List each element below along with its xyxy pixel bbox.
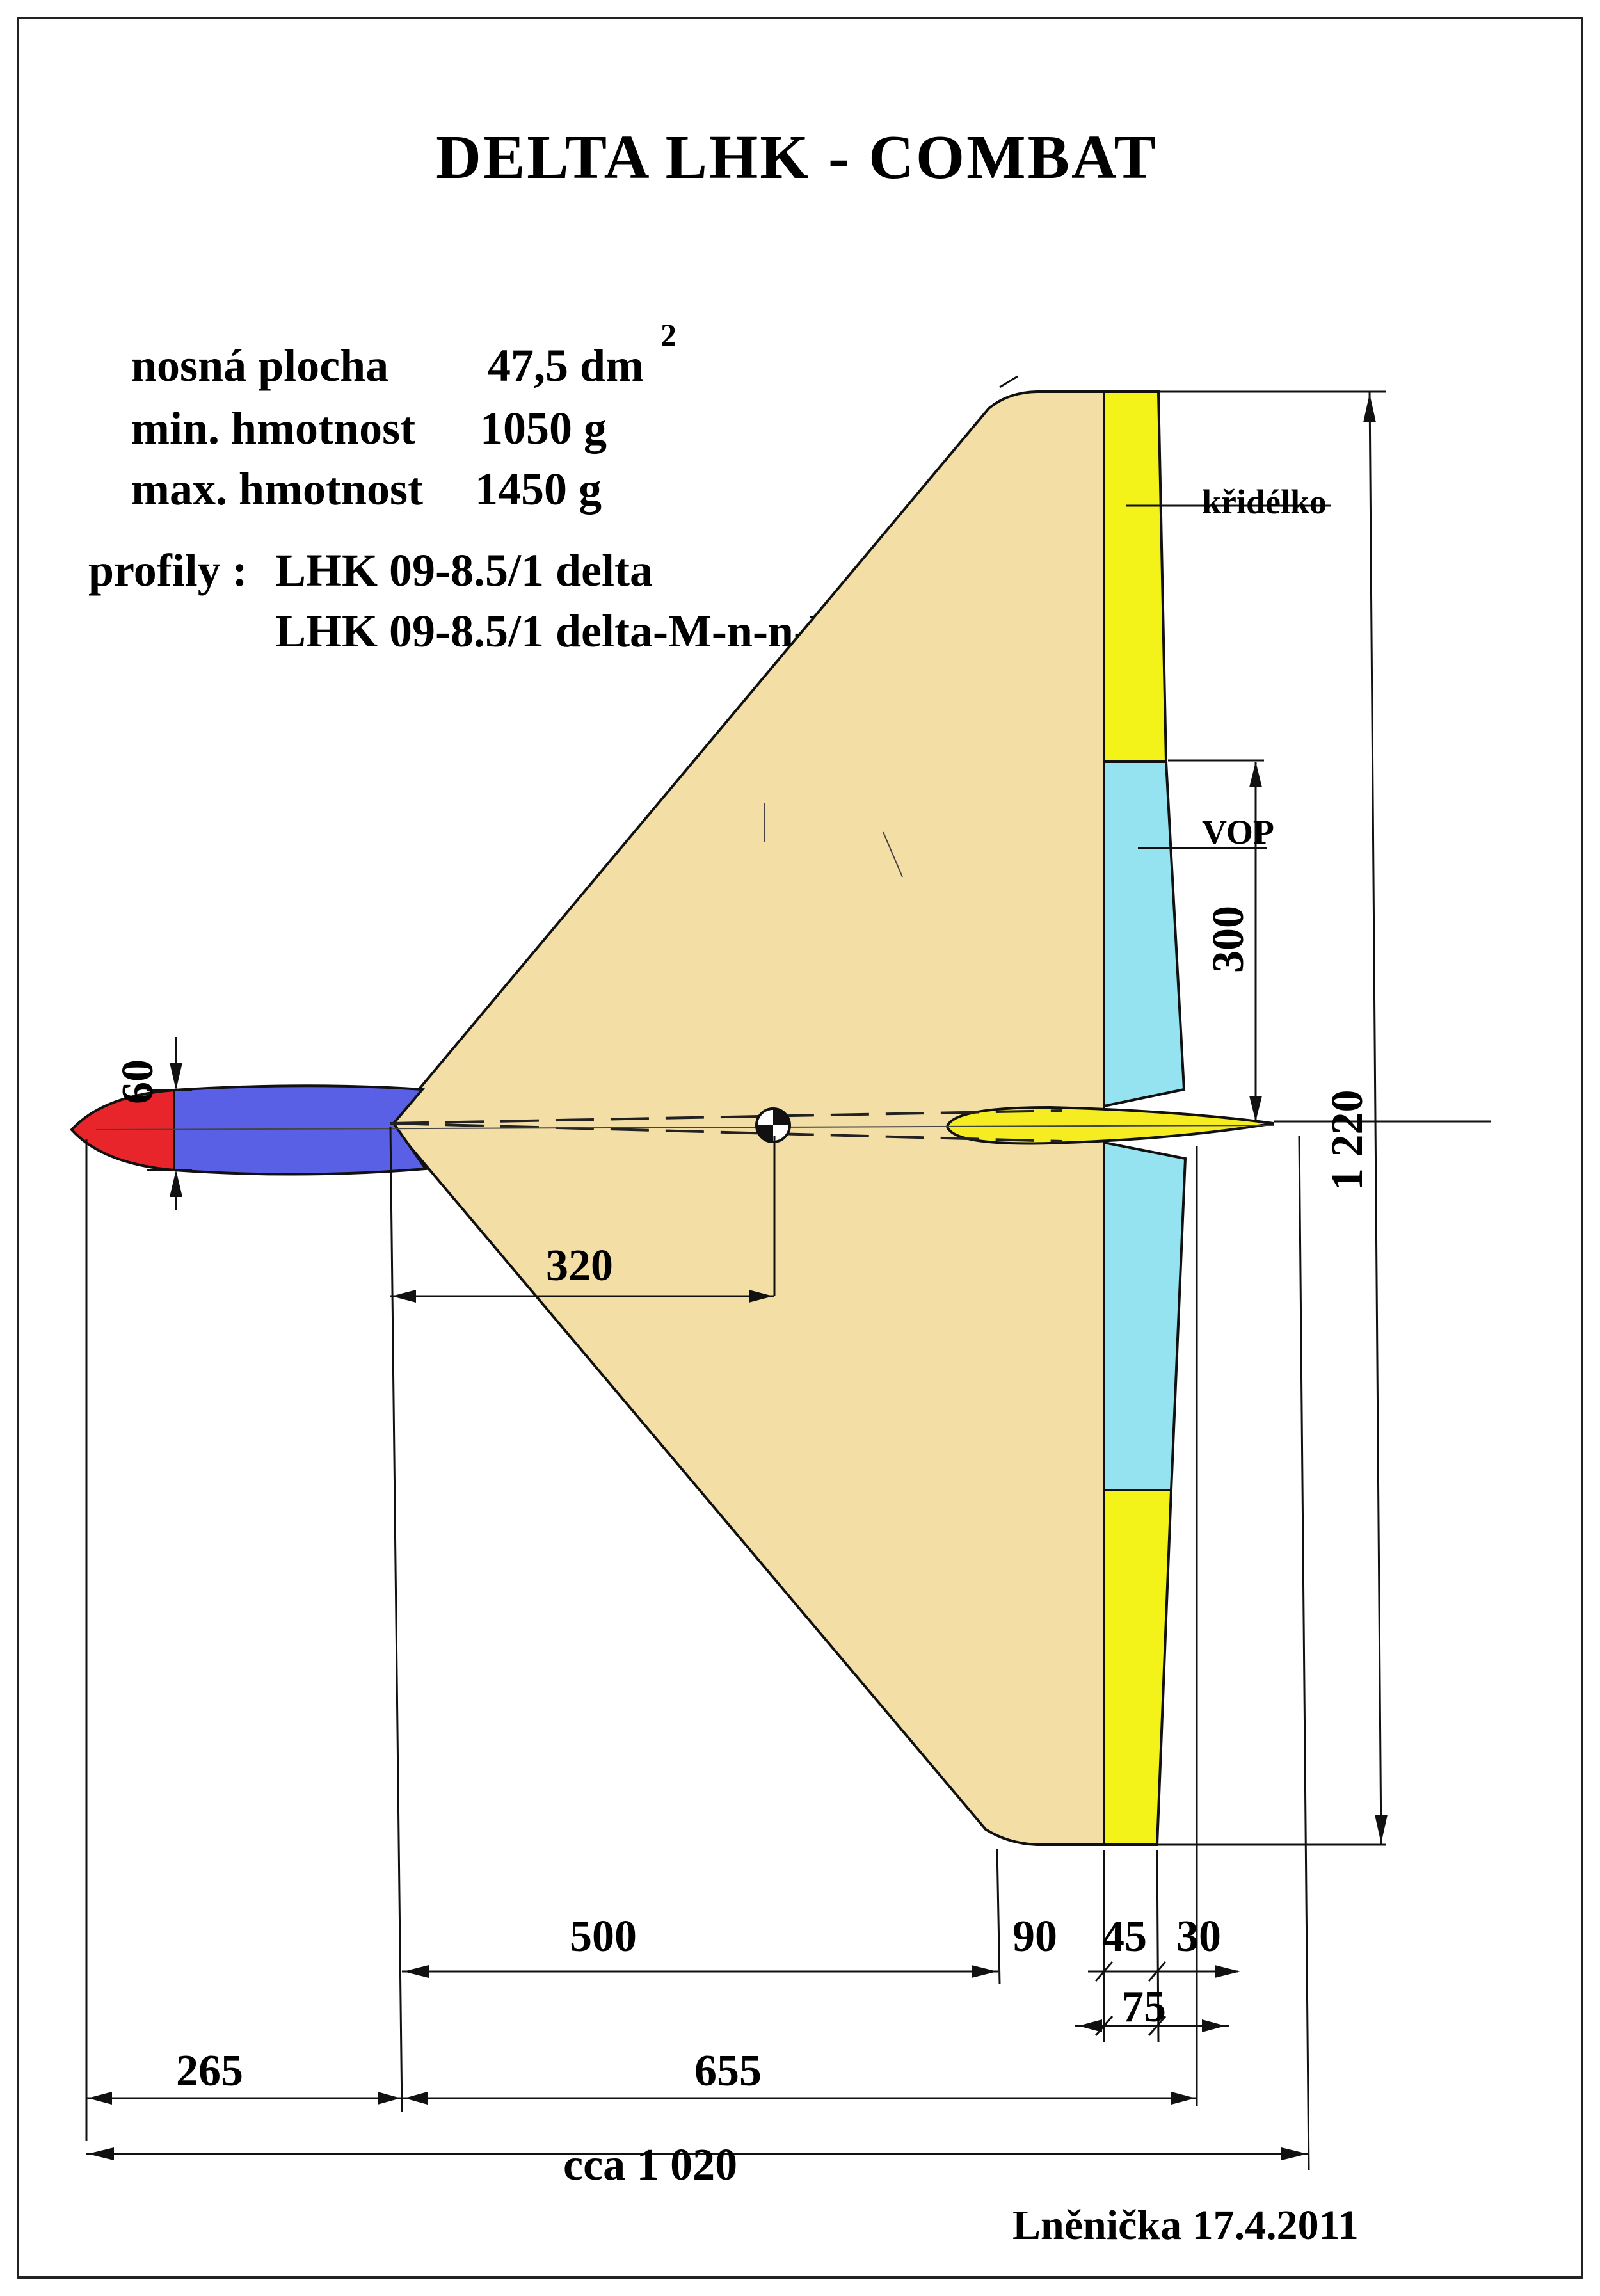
dim-45: 45: [1102, 1912, 1147, 1961]
aileron-bottom: [1103, 1489, 1173, 1846]
dim-nose-width: 60: [113, 1059, 163, 1104]
dim-total-length: cca 1 020: [563, 2140, 737, 2190]
dim-wing-length: 655: [694, 2046, 762, 2096]
dimension-lines: [85, 375, 1491, 2171]
internal-dashed-lines: [390, 1109, 1063, 1143]
profiles-label: profily :: [88, 545, 248, 596]
dim-wingspan: 1 220: [1323, 1090, 1372, 1191]
dim-nose-length: 265: [176, 2046, 243, 2096]
profile-2: LHK 09-8.5/1 delta-M-n-n-M: [275, 606, 852, 657]
dim-cg-distance: 320: [546, 1241, 613, 1290]
aileron-top: [1103, 390, 1168, 763]
author-and-date: Lněnička 17.4.2011: [1012, 2202, 1359, 2249]
min-mass-label: min. hmotnost: [131, 403, 415, 454]
internal-fine-lines: [95, 803, 1274, 1130]
aircraft-planform: [70, 390, 1274, 1846]
elevator-bottom: [1103, 1141, 1187, 1491]
cg-marker: [755, 1107, 791, 1143]
dim-500: 500: [570, 1912, 637, 1961]
dim-elevator-span: 300: [1204, 906, 1253, 973]
label-elevator: VOP: [1202, 813, 1274, 851]
dim-75: 75: [1121, 1982, 1166, 2032]
specifications: nosná plocha 47,5 dm 2 min. hmotnost 105…: [88, 317, 852, 657]
max-mass-label: max. hmotnost: [131, 463, 423, 515]
fuselage-body: [173, 1084, 428, 1176]
elevator-top: [1103, 760, 1186, 1108]
area-value: 47,5 dm: [488, 340, 644, 391]
min-mass-value: 1050 g: [480, 403, 607, 454]
profile-1: LHK 09-8.5/1 delta: [275, 545, 653, 596]
dim-90: 90: [1012, 1912, 1057, 1961]
drawing-title: DELTA LHK - COMBAT: [436, 123, 1158, 192]
sheet-frame: [17, 17, 1583, 2279]
area-unit-exponent: 2: [660, 317, 676, 353]
dimension-arrows: [88, 394, 1388, 2160]
label-aileron: křidélko: [1202, 483, 1327, 521]
dimension-ticks: [1094, 1961, 1167, 2036]
max-mass-value: 1450 g: [475, 463, 602, 515]
area-label: nosná plocha: [131, 340, 388, 391]
dim-30: 30: [1176, 1912, 1221, 1961]
